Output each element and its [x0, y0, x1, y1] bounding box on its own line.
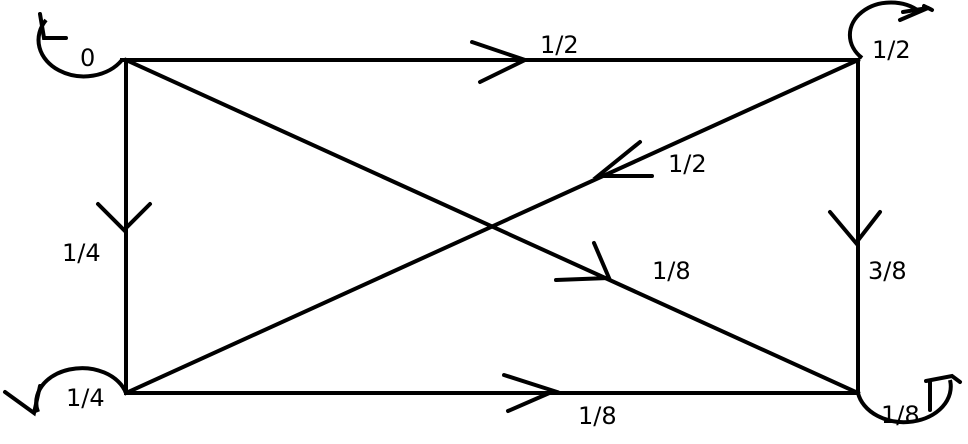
node-label-bottom-left: 1/4	[66, 384, 105, 412]
self-loop-bottom-right	[856, 379, 953, 425]
arrow-right-icon	[502, 373, 560, 413]
edge-label-bottom: 1/8	[578, 402, 617, 430]
arrow-down-icon	[828, 210, 882, 247]
self-loop-top-right	[847, 0, 922, 60]
edge-label-top: 1/2	[540, 31, 579, 59]
arrow-down-icon	[96, 202, 152, 233]
loop-arrow-icon	[898, 4, 933, 22]
edge-label-diagonal-down: 1/8	[652, 257, 691, 285]
loop-arrow-icon	[924, 373, 962, 384]
self-loop-top-left	[36, 18, 124, 79]
arrow-right-icon	[470, 40, 531, 84]
arrow-up-left-icon	[592, 140, 654, 178]
loop-arrow-icon	[38, 12, 68, 40]
node-label-top-right: 1/2	[872, 36, 911, 64]
node-label-bottom-right: 1/8	[881, 401, 920, 429]
edge-label-right: 3/8	[868, 257, 907, 285]
edge-label-left: 1/4	[62, 239, 101, 267]
node-label-top-left: 0	[80, 44, 95, 72]
edge-diagonal-up	[123, 57, 861, 396]
edge-label-diagonal-up: 1/2	[668, 150, 707, 178]
loop-arrow-icon	[3, 384, 42, 417]
arrow-down-right-icon	[554, 241, 612, 282]
